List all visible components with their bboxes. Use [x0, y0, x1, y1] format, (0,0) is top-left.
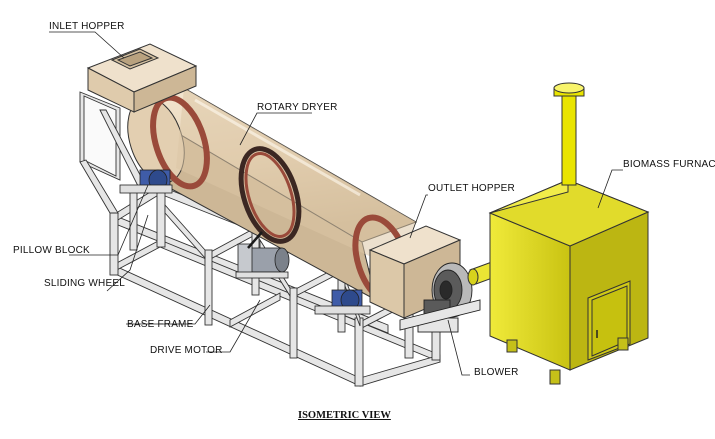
base-frame-label: BASE FRAME — [127, 319, 194, 330]
inlet-hopper — [86, 43, 198, 113]
biomass-furnace — [488, 179, 650, 385]
blower-label: BLOWER — [474, 367, 519, 378]
pillow-block-label: PILLOW BLOCK — [13, 245, 90, 256]
drive-motor — [235, 231, 290, 279]
drive-motor-label: DRIVE MOTOR — [150, 345, 223, 356]
outlet-hopper-label: OUTLET HOPPER — [428, 183, 515, 194]
chimney — [553, 82, 585, 186]
inlet-hopper-label: INLET HOPPER — [49, 21, 125, 32]
view-title: ISOMETRIC VIEW — [298, 410, 391, 421]
biomass-furnace-label: BIOMASS FURNACE — [623, 159, 715, 170]
pillow-block-rear — [314, 289, 371, 315]
sliding-wheel-label: SLIDING WHEEL — [44, 278, 125, 289]
blower — [399, 262, 481, 333]
rotary-dryer-label: ROTARY DRYER — [257, 102, 338, 113]
leader-lines — [49, 31, 623, 376]
